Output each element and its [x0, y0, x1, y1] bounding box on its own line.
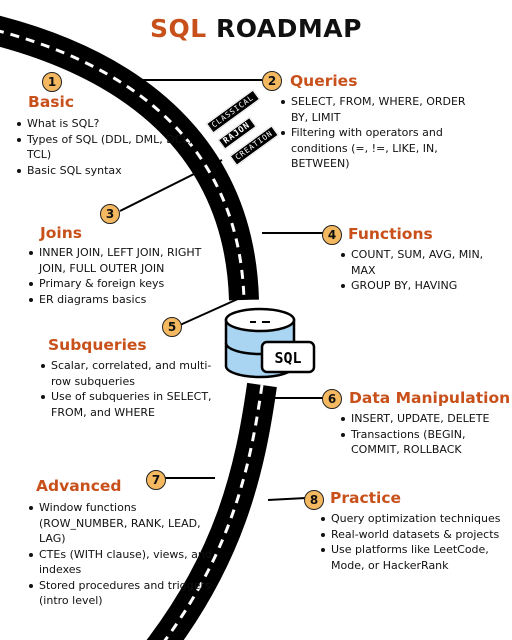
section-title-basic: Basic: [28, 93, 75, 111]
step-badge-7: 7: [146, 470, 166, 490]
section-list-subqueries: Scalar, correlated, and multi-row subque…: [40, 358, 224, 420]
section-list-functions: COUNT, SUM, AVG, MIN, MAX GROUP BY, HAVI…: [340, 247, 490, 294]
list-item: COUNT, SUM, AVG, MIN, MAX: [340, 247, 490, 278]
section-title-advanced: Advanced: [36, 477, 122, 495]
list-item: Stored procedures and triggers (intro le…: [28, 578, 228, 609]
title-accent: SQL: [150, 14, 207, 43]
section-title-subqueries: Subqueries: [48, 336, 147, 354]
section-list-queries: SELECT, FROM, WHERE, ORDER BY, LIMIT Fil…: [280, 94, 475, 172]
section-title-queries: Queries: [290, 72, 358, 90]
list-item: Window functions (ROW_NUMBER, RANK, LEAD…: [28, 500, 228, 547]
step-badge-5: 5: [162, 317, 182, 337]
section-list-data-manipulation: INSERT, UPDATE, DELETE Transactions (BEG…: [340, 411, 500, 458]
title-main: ROADMAP: [215, 14, 362, 43]
step-badge-1: 1: [42, 72, 62, 92]
list-item: INNER JOIN, LEFT JOIN, RIGHT JOIN, FULL …: [28, 245, 220, 276]
step-badge-4: 4: [322, 225, 342, 245]
list-item: ER diagrams basics: [28, 292, 220, 308]
section-title-data-manipulation: Data Manipulation: [349, 389, 511, 407]
list-item: SELECT, FROM, WHERE, ORDER BY, LIMIT: [280, 94, 475, 125]
road-lower-dashes: [163, 384, 264, 640]
section-list-joins: INNER JOIN, LEFT JOIN, RIGHT JOIN, FULL …: [28, 245, 220, 307]
section-title-joins: Joins: [40, 224, 82, 242]
database-icon: SQL: [224, 307, 316, 379]
list-item: GROUP BY, HAVING: [340, 278, 490, 294]
step-badge-2: 2: [262, 71, 282, 91]
list-item: Query optimization techniques: [320, 511, 508, 527]
step-badge-8: 8: [304, 490, 324, 510]
list-item: Types of SQL (DDL, DML, DCL, TCL): [16, 132, 196, 163]
page-title: SQL ROADMAP: [0, 14, 512, 43]
road-upper-dashes: [0, 29, 246, 301]
section-list-advanced: Window functions (ROW_NUMBER, RANK, LEAD…: [28, 500, 228, 609]
step-badge-3: 3: [100, 204, 120, 224]
list-item: CTEs (WITH clause), views, and indexes: [28, 547, 228, 578]
list-item: Scalar, correlated, and multi-row subque…: [40, 358, 224, 389]
section-title-practice: Practice: [330, 489, 402, 507]
section-title-functions: Functions: [348, 225, 433, 243]
step-badge-6: 6: [322, 389, 342, 409]
list-item: What is SQL?: [16, 116, 196, 132]
list-item: Use platforms like LeetCode, Mode, or Ha…: [320, 542, 508, 573]
list-item: INSERT, UPDATE, DELETE: [340, 411, 500, 427]
list-item: Use of subqueries in SELECT, FROM, and W…: [40, 389, 224, 420]
section-list-basic: What is SQL? Types of SQL (DDL, DML, DCL…: [16, 116, 196, 178]
database-label: SQL: [274, 349, 301, 367]
list-item: Transactions (BEGIN, COMMIT, ROLLBACK: [340, 427, 500, 458]
list-item: Real-world datasets & projects: [320, 527, 508, 543]
section-list-practice: Query optimization techniques Real-world…: [320, 511, 508, 573]
list-item: Basic SQL syntax: [16, 163, 196, 179]
list-item: Filtering with operators and conditions …: [280, 125, 475, 172]
list-item: Primary & foreign keys: [28, 276, 220, 292]
